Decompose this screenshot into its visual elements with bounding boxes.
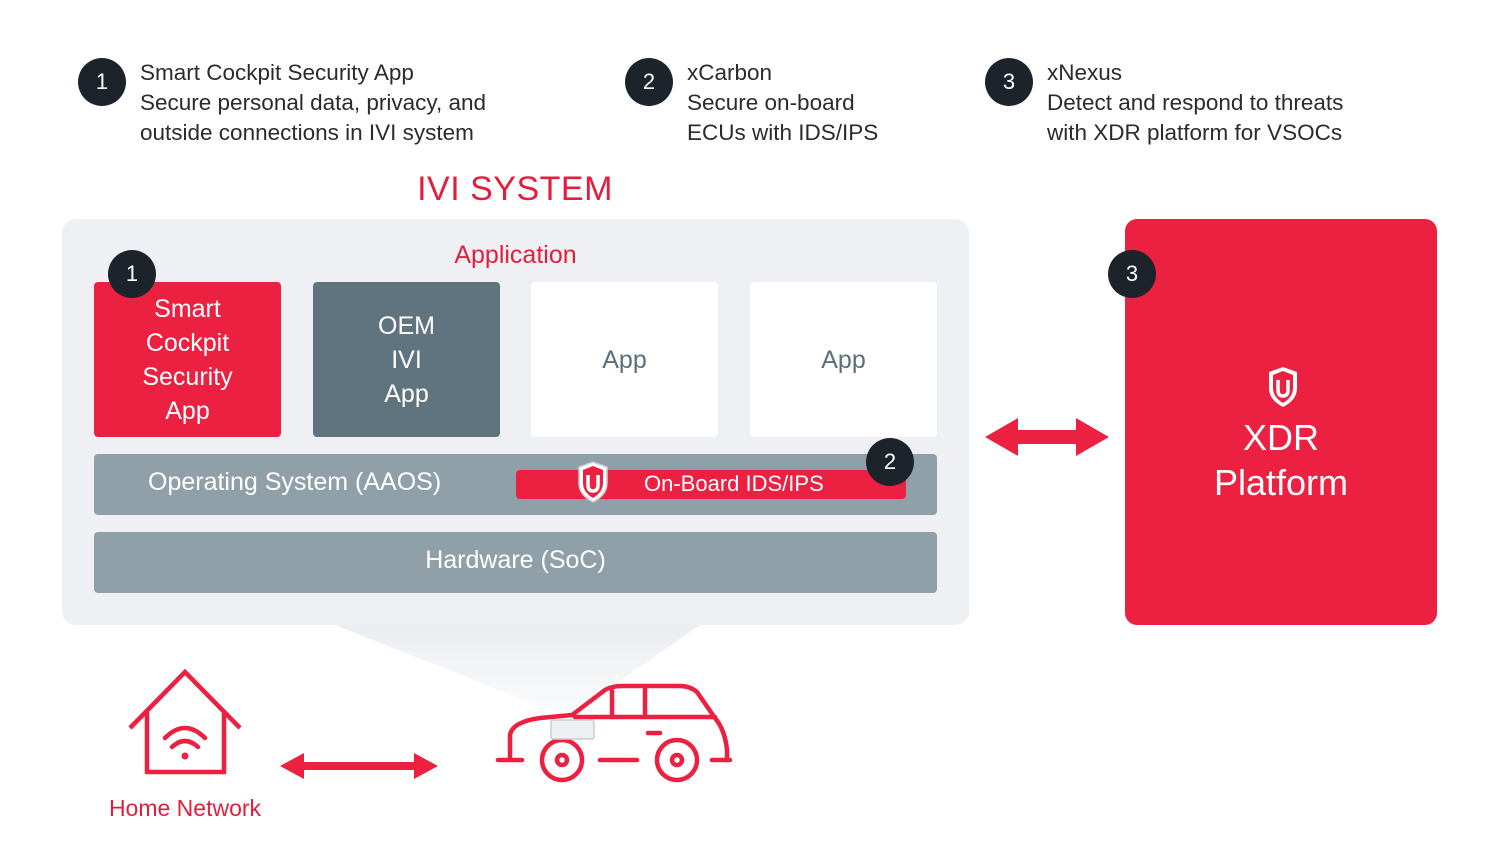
home-wifi-icon <box>128 668 242 775</box>
shield-logo-icon <box>1269 367 1297 407</box>
app-tile-2[interactable]: App <box>750 282 937 437</box>
ivi-system-title: IVI SYSTEM <box>417 170 613 208</box>
number-badge-2: 2 <box>866 438 914 486</box>
hardware-bar: Hardware (SoC) <box>94 532 937 593</box>
double-arrow-icon <box>985 418 1109 456</box>
tile-label: App <box>602 343 646 377</box>
double-arrow-icon <box>280 753 438 779</box>
tile-line: Smart <box>154 294 221 323</box>
app-tile-1[interactable]: App <box>531 282 718 437</box>
legend-line: Detect and respond to threats <box>1047 90 1344 115</box>
tile-label: Smart Cockpit Security App <box>142 292 232 428</box>
number-badge-3: 3 <box>1108 250 1156 298</box>
number-badge-2: 2 <box>625 58 673 106</box>
legend-title: xCarbon <box>687 60 773 85</box>
ids-ips-label: On-Board IDS/IPS <box>644 471 824 496</box>
tile-line: Security <box>142 362 233 391</box>
tile-label: App <box>821 343 865 377</box>
tile-line: Cockpit <box>145 328 230 357</box>
tile-line: App <box>384 379 429 408</box>
xdr-line: Platform <box>1213 462 1349 503</box>
tile-line: App <box>165 396 210 425</box>
tile-line: IVI <box>391 345 422 374</box>
os-label: Operating System (AAOS) <box>148 468 442 496</box>
legend-text-2: xCarbon Secure on-board ECUs with IDS/IP… <box>687 58 878 148</box>
xdr-platform-panel[interactable] <box>1125 219 1437 625</box>
tile-label: OEM IVI App <box>378 309 435 411</box>
legend-item-3: 3 xNexus Detect and respond to threats w… <box>985 58 1343 148</box>
legend-title: xNexus <box>1047 60 1123 85</box>
tile-line: OEM <box>378 311 435 340</box>
smart-cockpit-security-app-tile[interactable]: Smart Cockpit Security App <box>94 282 281 437</box>
legend-line: Secure personal data, privacy, and <box>140 90 487 115</box>
xdr-platform-label: XDR Platform <box>1125 415 1437 505</box>
legend-item-2: 2 xCarbon Secure on-board ECUs with IDS/… <box>625 58 878 148</box>
number-badge-1: 1 <box>78 58 126 106</box>
shield-logo-icon <box>578 461 608 503</box>
legend-text-3: xNexus Detect and respond to threats wit… <box>1047 58 1343 148</box>
car-screen <box>550 719 595 740</box>
tile-line: App <box>821 345 866 374</box>
tile-line: App <box>602 345 647 374</box>
legend-line: Secure on-board <box>687 90 855 115</box>
legend-text-1: Smart Cockpit Security App Secure person… <box>140 58 486 148</box>
home-network-label: Home Network <box>108 795 262 821</box>
legend-item-1: 1 Smart Cockpit Security App Secure pers… <box>78 58 486 148</box>
application-layer-title: Application <box>454 241 577 269</box>
legend-title: Smart Cockpit Security App <box>140 60 414 85</box>
legend-line: outside connections in IVI system <box>140 120 474 145</box>
car-icon <box>495 683 733 783</box>
xdr-line: XDR <box>1242 417 1319 458</box>
ids-ips-pill[interactable]: On-Board IDS/IPS <box>516 461 906 503</box>
number-badge-3: 3 <box>985 58 1033 106</box>
number-badge-1: 1 <box>108 250 156 298</box>
oem-ivi-app-tile[interactable]: OEM IVI App <box>313 282 500 437</box>
legend-line: with XDR platform for VSOCs <box>1047 120 1343 145</box>
legend-line: ECUs with IDS/IPS <box>687 120 879 145</box>
hardware-label: Hardware (SoC) <box>425 546 606 574</box>
projection-cone <box>335 625 700 712</box>
